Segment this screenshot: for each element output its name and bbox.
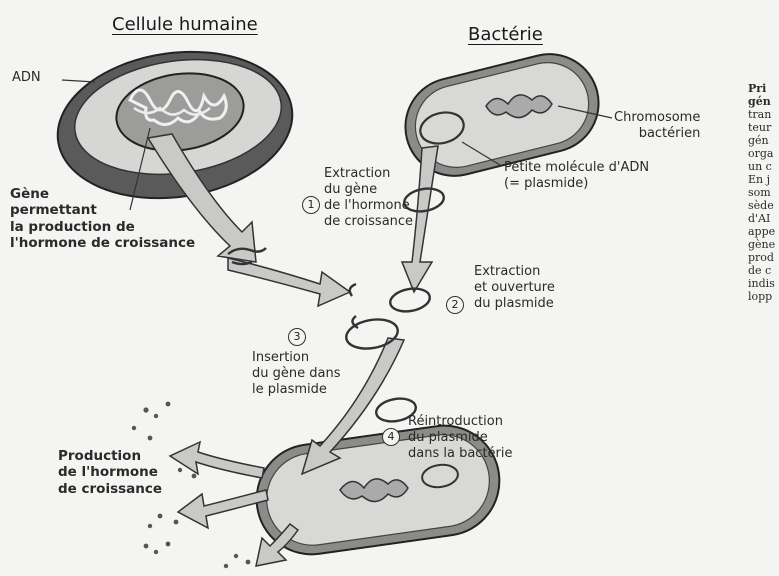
gene-label: Gène permettant la production de l'hormo…	[10, 186, 195, 252]
side-text-line: En j	[748, 173, 779, 186]
step-2-number: 2	[446, 296, 464, 314]
chromosome-label: Chromosome bactérien	[614, 110, 700, 142]
side-text-line: Pri	[748, 82, 779, 95]
side-text-line: gén	[748, 134, 779, 147]
side-text-line: gén	[748, 95, 779, 108]
step-4-label: Réintroduction du plasmide dans la bacté…	[408, 414, 513, 462]
side-text-line: gène	[748, 238, 779, 251]
human-cell-heading: Cellule humaine	[112, 14, 258, 35]
step-2-label: Extraction et ouverture du plasmide	[474, 264, 555, 312]
dna-label: ADN	[12, 70, 41, 86]
production-label: Production de l'hormone de croissance	[58, 448, 162, 497]
side-text-line: prod	[748, 251, 779, 264]
step-1-label: Extraction du gène de l'hormone de crois…	[324, 166, 413, 229]
side-text-line: d'AI	[748, 212, 779, 225]
plasmid-label: Petite molécule d'ADN (= plasmide)	[504, 160, 649, 192]
side-text-line: tran	[748, 108, 779, 121]
bacterium-heading: Bactérie	[468, 24, 543, 45]
step-4-number: 4	[382, 428, 400, 446]
step-3-number: 3	[288, 328, 306, 346]
step-1-number: 1	[302, 196, 320, 214]
side-text-line: som	[748, 186, 779, 199]
side-text-line: orga	[748, 147, 779, 160]
side-text-line: lopp	[748, 290, 779, 303]
side-text-line: indis	[748, 277, 779, 290]
side-text-line: sède	[748, 199, 779, 212]
side-text-line: un c	[748, 160, 779, 173]
side-text-line: teur	[748, 121, 779, 134]
side-text-line: de c	[748, 264, 779, 277]
step-3-label: Insertion du gène dans le plasmide	[252, 350, 340, 398]
side-text-line: appe	[748, 225, 779, 238]
